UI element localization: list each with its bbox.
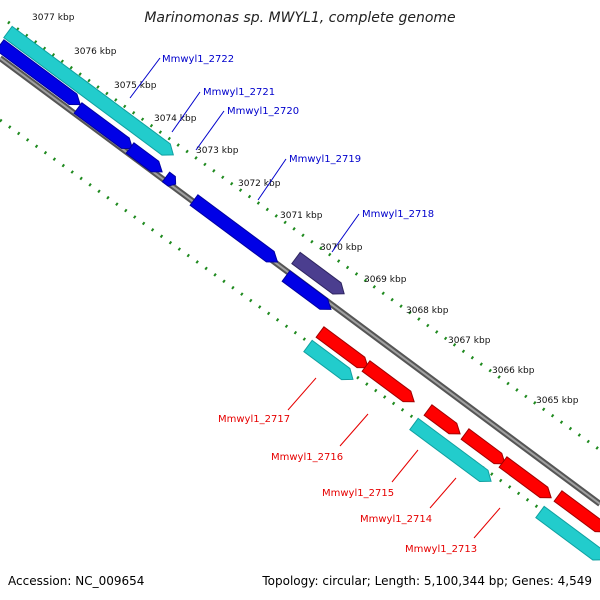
tick-labels: 3077 kbp 3076 kbp 3075 kbp 3074 kbp 3073 kbp… (32, 13, 579, 406)
forward-cds-6 (291, 251, 345, 295)
gene-label-forward[interactable]: Mmwyl1_2719 (289, 154, 361, 165)
rna-feature-2 (303, 339, 354, 381)
tick-label: 3075 kbp (114, 81, 157, 91)
leader-line (129, 57, 161, 99)
gene-label-reverse[interactable]: Mmwyl1_2716 (271, 452, 343, 463)
leader-line (391, 449, 419, 483)
forward-cds-3 (125, 142, 163, 173)
tick-label: 3077 kbp (32, 13, 75, 23)
leader-line (195, 110, 225, 151)
forward-cds-5 (189, 194, 279, 263)
reverse-cds-4 (460, 428, 506, 465)
tick-label: 3072 kbp (238, 179, 281, 189)
features (0, 25, 600, 561)
inner-tick-dots (0, 118, 600, 554)
gene-label-forward[interactable]: Mmwyl1_2720 (227, 106, 299, 117)
tick-label: 3070 kbp (320, 243, 363, 253)
outer-tick-dots (7, 20, 600, 452)
leader-line (257, 158, 287, 201)
tick-label: 3071 kbp (280, 211, 323, 221)
tick-dot-lines (0, 20, 600, 554)
reverse-cds-1 (315, 326, 369, 369)
reverse-cds-2 (361, 360, 415, 403)
gene-label-reverse[interactable]: Mmwyl1_2715 (322, 488, 394, 499)
reverse-cds-5 (498, 456, 552, 499)
accession-text: Accession: NC_009654 (8, 574, 145, 588)
leader-line (473, 507, 501, 539)
leader-line (171, 91, 201, 133)
tick-label: 3073 kbp (196, 146, 239, 156)
leader-line (287, 377, 317, 411)
reverse-cds-3 (423, 404, 461, 435)
gene-label-forward[interactable]: Mmwyl1_2718 (362, 209, 434, 220)
gene-label-reverse[interactable]: Mmwyl1_2713 (405, 544, 477, 555)
rna-feature-1 (3, 25, 174, 156)
gene-label-reverse[interactable]: Mmwyl1_2714 (360, 514, 432, 525)
leader-line (331, 213, 360, 253)
leader-line (429, 477, 457, 509)
genome-summary-text: Topology: circular; Length: 5,100,344 bp… (262, 574, 592, 588)
gene-label-forward[interactable]: Mmwyl1_2722 (162, 54, 234, 65)
forward-cds-4 (161, 171, 177, 187)
forward-cds-2 (73, 102, 134, 150)
tick-label: 3067 kbp (448, 336, 491, 346)
tick-label: 3066 kbp (492, 366, 535, 376)
tick-label: 3065 kbp (536, 396, 579, 406)
tick-label: 3069 kbp (364, 275, 407, 285)
gene-labels: Mmwyl1_2722Mmwyl1_2721Mmwyl1_2720Mmwyl1_… (129, 54, 501, 555)
tick-label: 3068 kbp (406, 306, 449, 316)
tick-label: 3074 kbp (154, 114, 197, 124)
forward-cds-1 (0, 39, 81, 106)
rna-feature-3 (409, 417, 492, 483)
forward-cds-7 (281, 270, 332, 310)
reverse-cds-6 (553, 490, 600, 533)
leader-line (339, 413, 369, 447)
tick-label: 3076 kbp (74, 47, 117, 57)
gene-label-reverse[interactable]: Mmwyl1_2717 (218, 414, 290, 425)
map-title: Marinomonas sp. MWYL1, complete genome (144, 10, 456, 26)
rna-feature-4 (535, 505, 600, 561)
gene-label-forward[interactable]: Mmwyl1_2721 (203, 87, 275, 98)
